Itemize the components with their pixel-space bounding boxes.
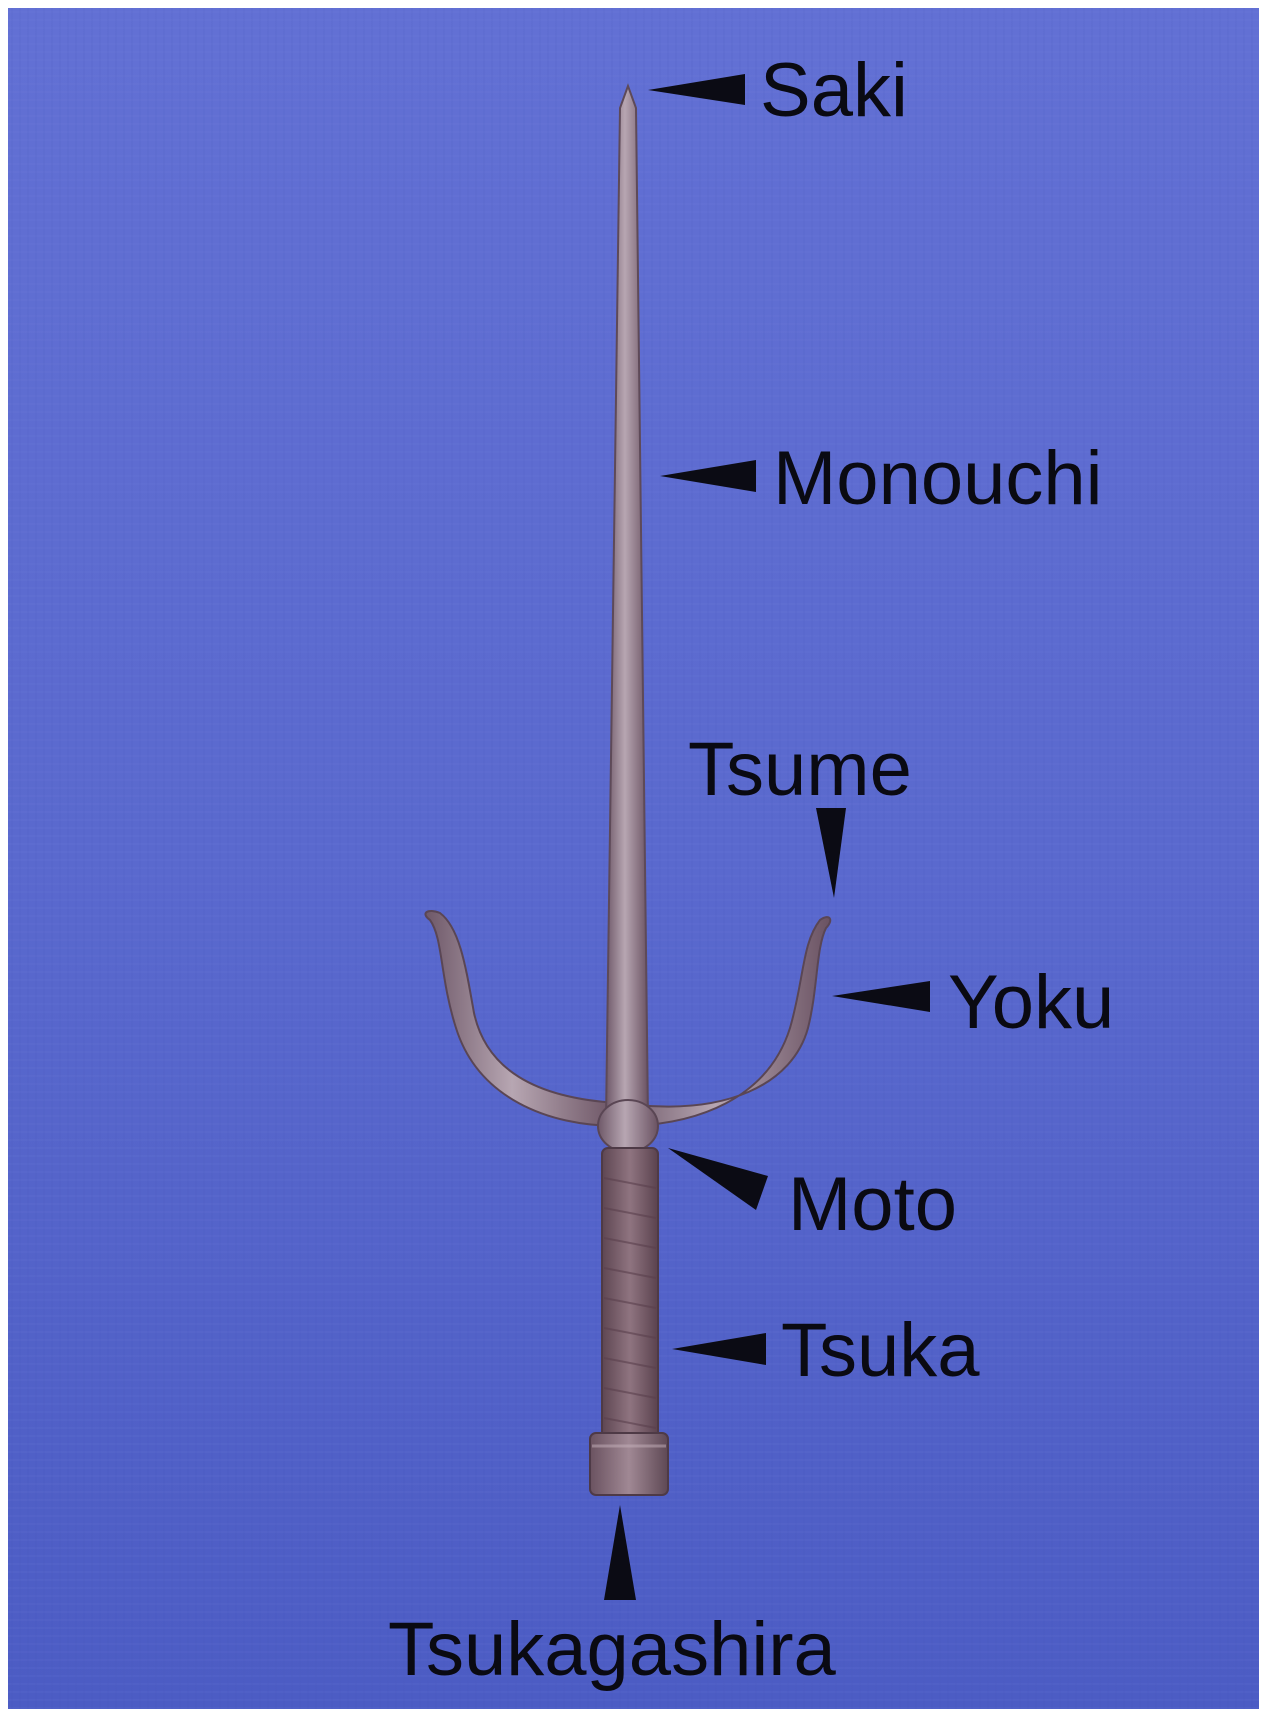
label-tsukagashira: Tsukagashira [388,1607,837,1692]
label-saki: Saki [760,48,908,133]
label-monouchi: Monouchi [773,436,1103,521]
sai-diagram: Saki Monouchi Tsume Yoku Moto Tsuka Tsuk… [8,8,1259,1709]
label-tsume: Tsume [688,727,912,812]
handle [602,1148,658,1438]
label-moto: Moto [788,1162,957,1247]
label-tsuka: Tsuka [781,1308,980,1393]
sai-diagram-canvas: Saki Monouchi Tsume Yoku Moto Tsuka Tsuk… [8,8,1259,1709]
moto-knob [598,1100,658,1152]
label-yoku: Yoku [948,960,1114,1045]
pommel [590,1433,668,1495]
